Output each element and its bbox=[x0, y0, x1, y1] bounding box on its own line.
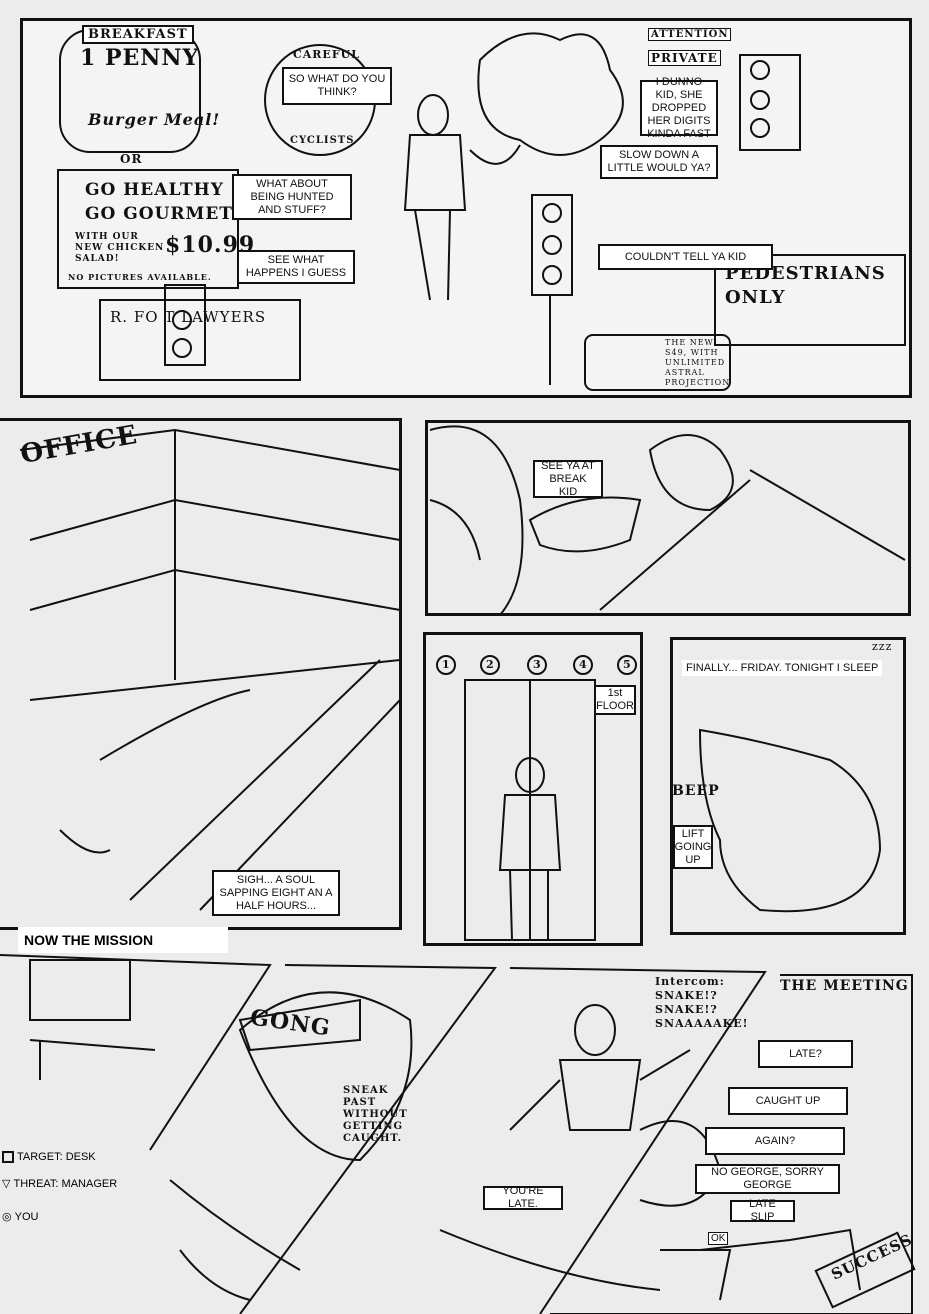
panel-hood-face bbox=[425, 420, 911, 616]
lawyers-sign: R. FO T LAWYERS bbox=[110, 308, 267, 326]
legend-item-you: ◎ YOU bbox=[2, 1210, 39, 1224]
legend-item-target: TARGET: DESK bbox=[2, 1151, 96, 1163]
mission-caption: NOW THE MISSION bbox=[18, 927, 228, 953]
speech-bubble: AGAIN? bbox=[705, 1127, 845, 1155]
floor-indicator-1: 1 bbox=[442, 658, 451, 671]
legend-item-threat: ▽ THREAT: MANAGER bbox=[2, 1177, 118, 1191]
go-healthy-sign: GO HEALTHY GO GOURMET bbox=[85, 180, 233, 224]
salad-sign: WITH OUR NEW CHICKEN SALAD! bbox=[75, 232, 165, 264]
phone-ad: THE NEW S49, WITH UNLIMITED ASTRAL PROJE… bbox=[665, 338, 731, 387]
attention-sign: ATTENTION bbox=[648, 28, 732, 41]
speech-bubble: SO WHAT DO YOU THINK? bbox=[282, 67, 392, 105]
no-pictures-sign: NO PICTURES AVAILABLE. bbox=[68, 272, 212, 282]
sneak-text: SNEAK PAST WITHOUT GETTING CAUGHT. bbox=[343, 1085, 408, 1144]
floor-indicator-5: 5 bbox=[623, 658, 632, 671]
circle-you-icon: ◎ bbox=[2, 1211, 12, 1223]
panel-elevator bbox=[423, 632, 643, 946]
speech-bubble: NO GEORGE, SORRY GEORGE bbox=[695, 1164, 840, 1194]
burger-sign: Burger Meal! bbox=[88, 110, 221, 129]
ok-label: OK bbox=[708, 1232, 729, 1245]
private-sign: PRIVATE bbox=[648, 50, 721, 66]
speech-bubble: SEE WHAT HAPPENS I GUESS bbox=[237, 250, 355, 284]
triangle-threat-icon: ▽ bbox=[2, 1178, 11, 1190]
friday-caption: FINALLY... FRIDAY. TONIGHT I SLEEP bbox=[682, 660, 883, 676]
floor-indicator-2: 2 bbox=[486, 658, 495, 671]
cyclists-sign: CYCLISTS bbox=[290, 135, 355, 146]
breakfast-sign: BREAKFAST bbox=[82, 25, 194, 44]
penny-sign: 1 PENNY bbox=[80, 45, 200, 71]
speech-bubble: WHAT ABOUT BEING HUNTED AND STUFF? bbox=[232, 174, 352, 220]
or-sign: OR bbox=[120, 152, 143, 166]
speech-bubble: SLOW DOWN A LITTLE WOULD YA? bbox=[600, 145, 718, 179]
speech-bubble: CAUGHT UP bbox=[728, 1087, 848, 1115]
speech-bubble: YOU'RE LATE. bbox=[483, 1185, 563, 1210]
speech-bubble: LIFT GOING UP bbox=[673, 825, 713, 869]
speech-bubble: SEE YA AT BREAK KID bbox=[533, 460, 603, 498]
floor-indicator-3: 3 bbox=[533, 658, 542, 671]
speech-bubble: LATE? bbox=[758, 1040, 853, 1068]
beep-text: BEEP bbox=[672, 783, 720, 799]
speech-bubble: LATE SLIP bbox=[730, 1198, 795, 1223]
panel-street bbox=[20, 18, 912, 398]
floor-indicator-4: 4 bbox=[579, 658, 588, 671]
panel-alarm bbox=[670, 637, 906, 935]
speech-bubble: COULDN'T TELL YA KID bbox=[598, 244, 773, 270]
speech-bubble: 1st FLOOR bbox=[594, 685, 636, 715]
intercom-text: Intercom: SNAKE!? SNAKE!? SNAAAAAKE! bbox=[655, 975, 749, 1030]
speech-bubble: I DUNNO KID, SHE DROPPED HER DIGITS KIND… bbox=[640, 76, 718, 140]
square-target-icon bbox=[2, 1151, 14, 1163]
meeting-title: THE MEETING bbox=[780, 978, 909, 994]
speech-bubble: SIGH... A SOUL SAPPING EIGHT AN A HALF H… bbox=[212, 870, 340, 916]
panel-office bbox=[0, 418, 402, 930]
careful-sign: CAREFUL bbox=[293, 48, 360, 61]
zzz-text: zzz bbox=[872, 640, 893, 653]
